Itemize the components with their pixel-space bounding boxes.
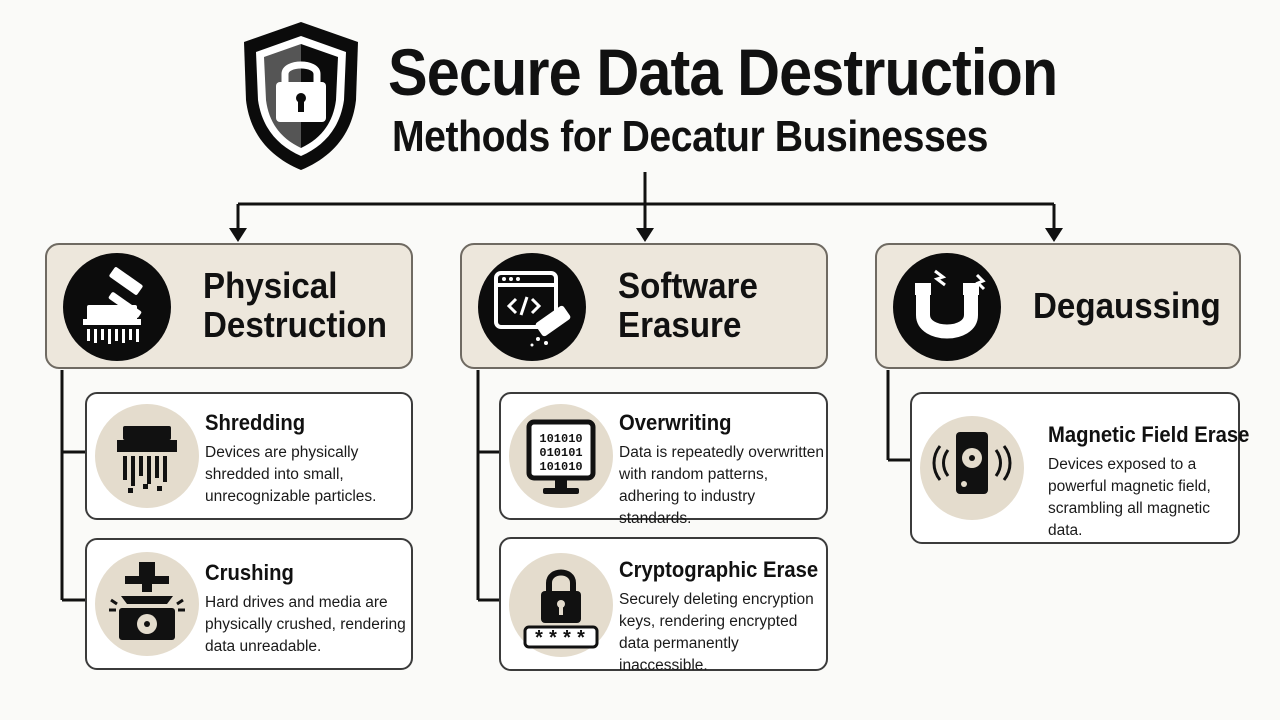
binary-line: 010101 bbox=[539, 446, 582, 460]
shield-lock-icon bbox=[238, 18, 364, 174]
category-label: Degaussing bbox=[1033, 284, 1221, 326]
category-label: Software Erasure bbox=[618, 265, 758, 345]
method-title: Magnetic Field Erase bbox=[1048, 422, 1250, 447]
binary-monitor-icon: 101010 010101 101010 bbox=[509, 404, 613, 508]
hard-drive-magnetic-waves-icon bbox=[920, 416, 1024, 520]
method-title: Overwriting bbox=[619, 410, 732, 435]
binary-line: 101010 bbox=[539, 460, 582, 474]
method-card-crushing: Crushing Hard drives and media are physi… bbox=[85, 538, 413, 670]
method-description: Hard drives and media are physically cru… bbox=[205, 594, 406, 655]
method-title: Crushing bbox=[205, 560, 294, 585]
code-window-eraser-icon bbox=[478, 253, 586, 361]
method-card-magnetic-field-erase: Magnetic Field Erase Devices exposed to … bbox=[910, 392, 1249, 544]
hammer-shredder-icon bbox=[63, 253, 171, 361]
method-card-overwriting: 101010 010101 101010 Overwriting Data is… bbox=[499, 392, 828, 527]
page-title: Secure Data Destruction bbox=[388, 35, 1058, 109]
method-description: Securely deleting encryption keys, rende… bbox=[619, 591, 814, 674]
method-description: Data is repeatedly overwritten with rand… bbox=[619, 444, 825, 527]
method-card-cryptographic-erase: **** Cryptographic Erase Securely deleti… bbox=[499, 537, 828, 674]
password-mask: **** bbox=[533, 629, 589, 652]
category-label: Physical Destruction bbox=[203, 265, 388, 345]
method-description: Devices are physically shredded into sma… bbox=[205, 444, 377, 505]
binary-line: 101010 bbox=[539, 432, 582, 446]
horseshoe-magnet-icon bbox=[893, 253, 1001, 361]
press-crushing-drive-icon bbox=[95, 552, 199, 656]
method-description: Devices exposed to a powerful magnetic f… bbox=[1048, 456, 1211, 539]
category-physical-destruction: Physical Destruction bbox=[45, 243, 413, 369]
category-software-erasure: Software Erasure bbox=[460, 243, 828, 369]
method-title: Shredding bbox=[205, 410, 306, 435]
method-title: Cryptographic Erase bbox=[619, 557, 819, 582]
category-degaussing: Degaussing bbox=[875, 243, 1241, 369]
method-card-shredding: Shredding Devices are physically shredde… bbox=[85, 392, 413, 520]
page-subtitle: Methods for Decatur Businesses bbox=[392, 112, 988, 161]
padlock-password-icon: **** bbox=[509, 553, 613, 657]
shredder-icon bbox=[95, 404, 199, 508]
